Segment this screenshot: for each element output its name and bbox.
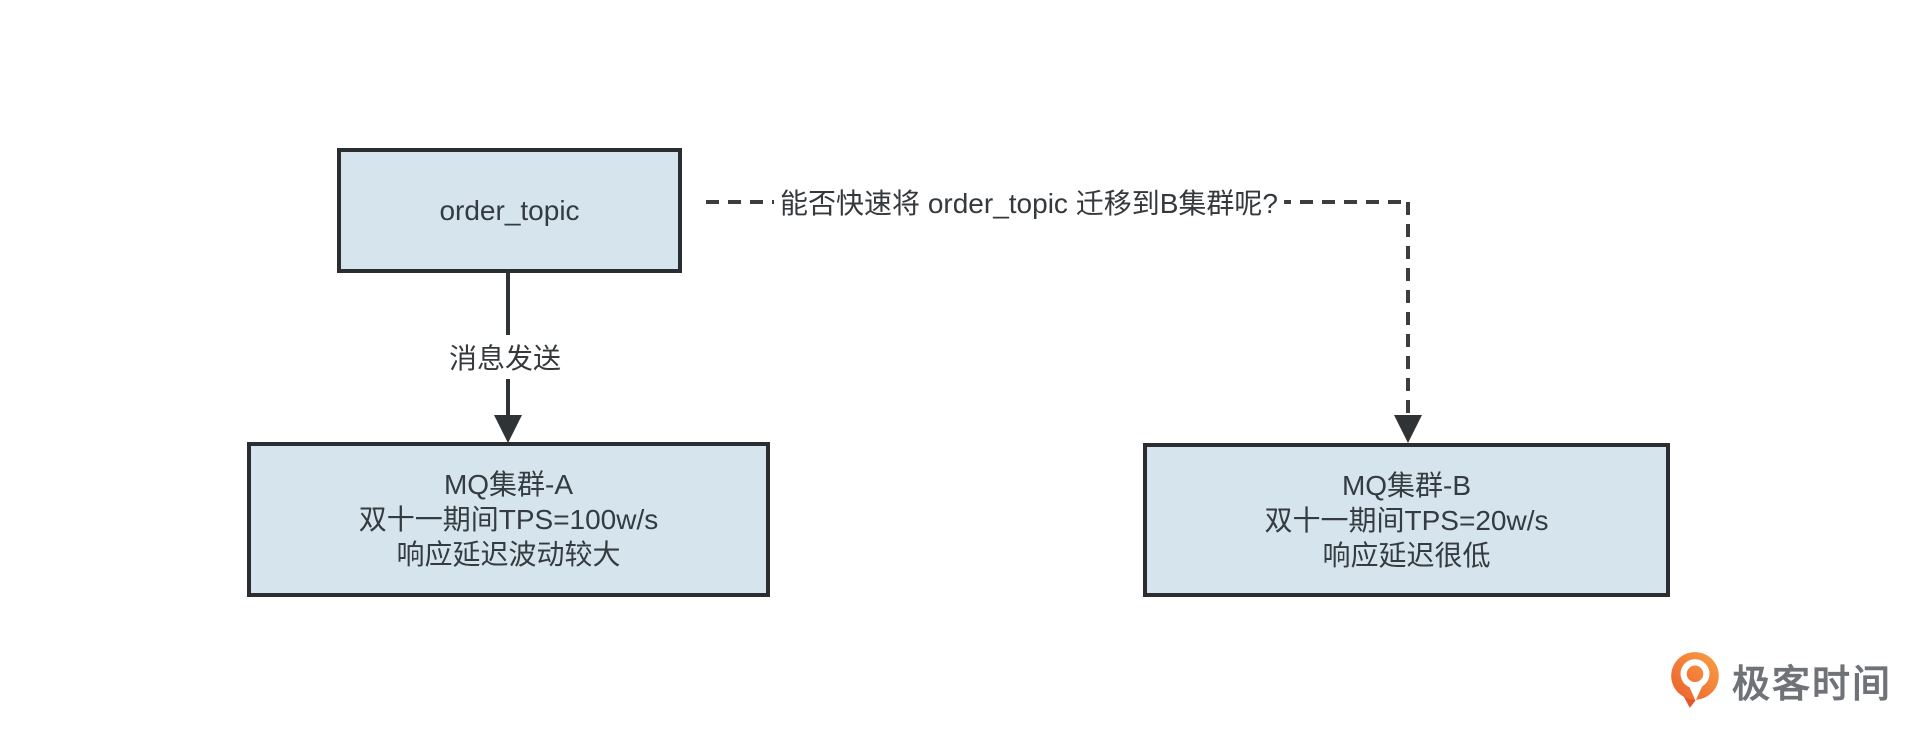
node-mq-cluster-a: MQ集群-A 双十一期间TPS=100w/s 响应延迟波动较大 (247, 442, 770, 597)
cluster-b-tps: 双十一期间TPS=20w/s (1264, 504, 1549, 536)
brand-logo: 极客时间 (1668, 650, 1892, 710)
cluster-b-title: MQ集群-B (1341, 469, 1472, 501)
cluster-a-latency: 响应延迟波动较大 (396, 539, 621, 570)
node-mq-cluster-b: MQ集群-B 双十一期间TPS=20w/s 响应延迟很低 (1143, 443, 1670, 597)
cluster-a-title: MQ集群-A (443, 469, 574, 500)
send-edge-label: 消息发送 (442, 335, 568, 379)
geek-time-q-pin-icon (1671, 652, 1719, 708)
brand-name: 极客时间 (1732, 663, 1893, 706)
cluster-b-latency: 响应延迟很低 (1322, 539, 1491, 571)
migrate-arrow-vertical-line (1406, 202, 1410, 414)
node-order-topic-label: order_topic (439, 195, 580, 226)
migrate-arrowhead-icon (1394, 415, 1422, 443)
cluster-a-tps: 双十一期间TPS=100w/s (358, 504, 659, 535)
node-order-topic: order_topic (337, 148, 682, 273)
send-arrowhead-icon (494, 415, 522, 443)
migrate-edge-label: 能否快速将 order_topic 迁移到B集群呢? (774, 180, 1284, 224)
